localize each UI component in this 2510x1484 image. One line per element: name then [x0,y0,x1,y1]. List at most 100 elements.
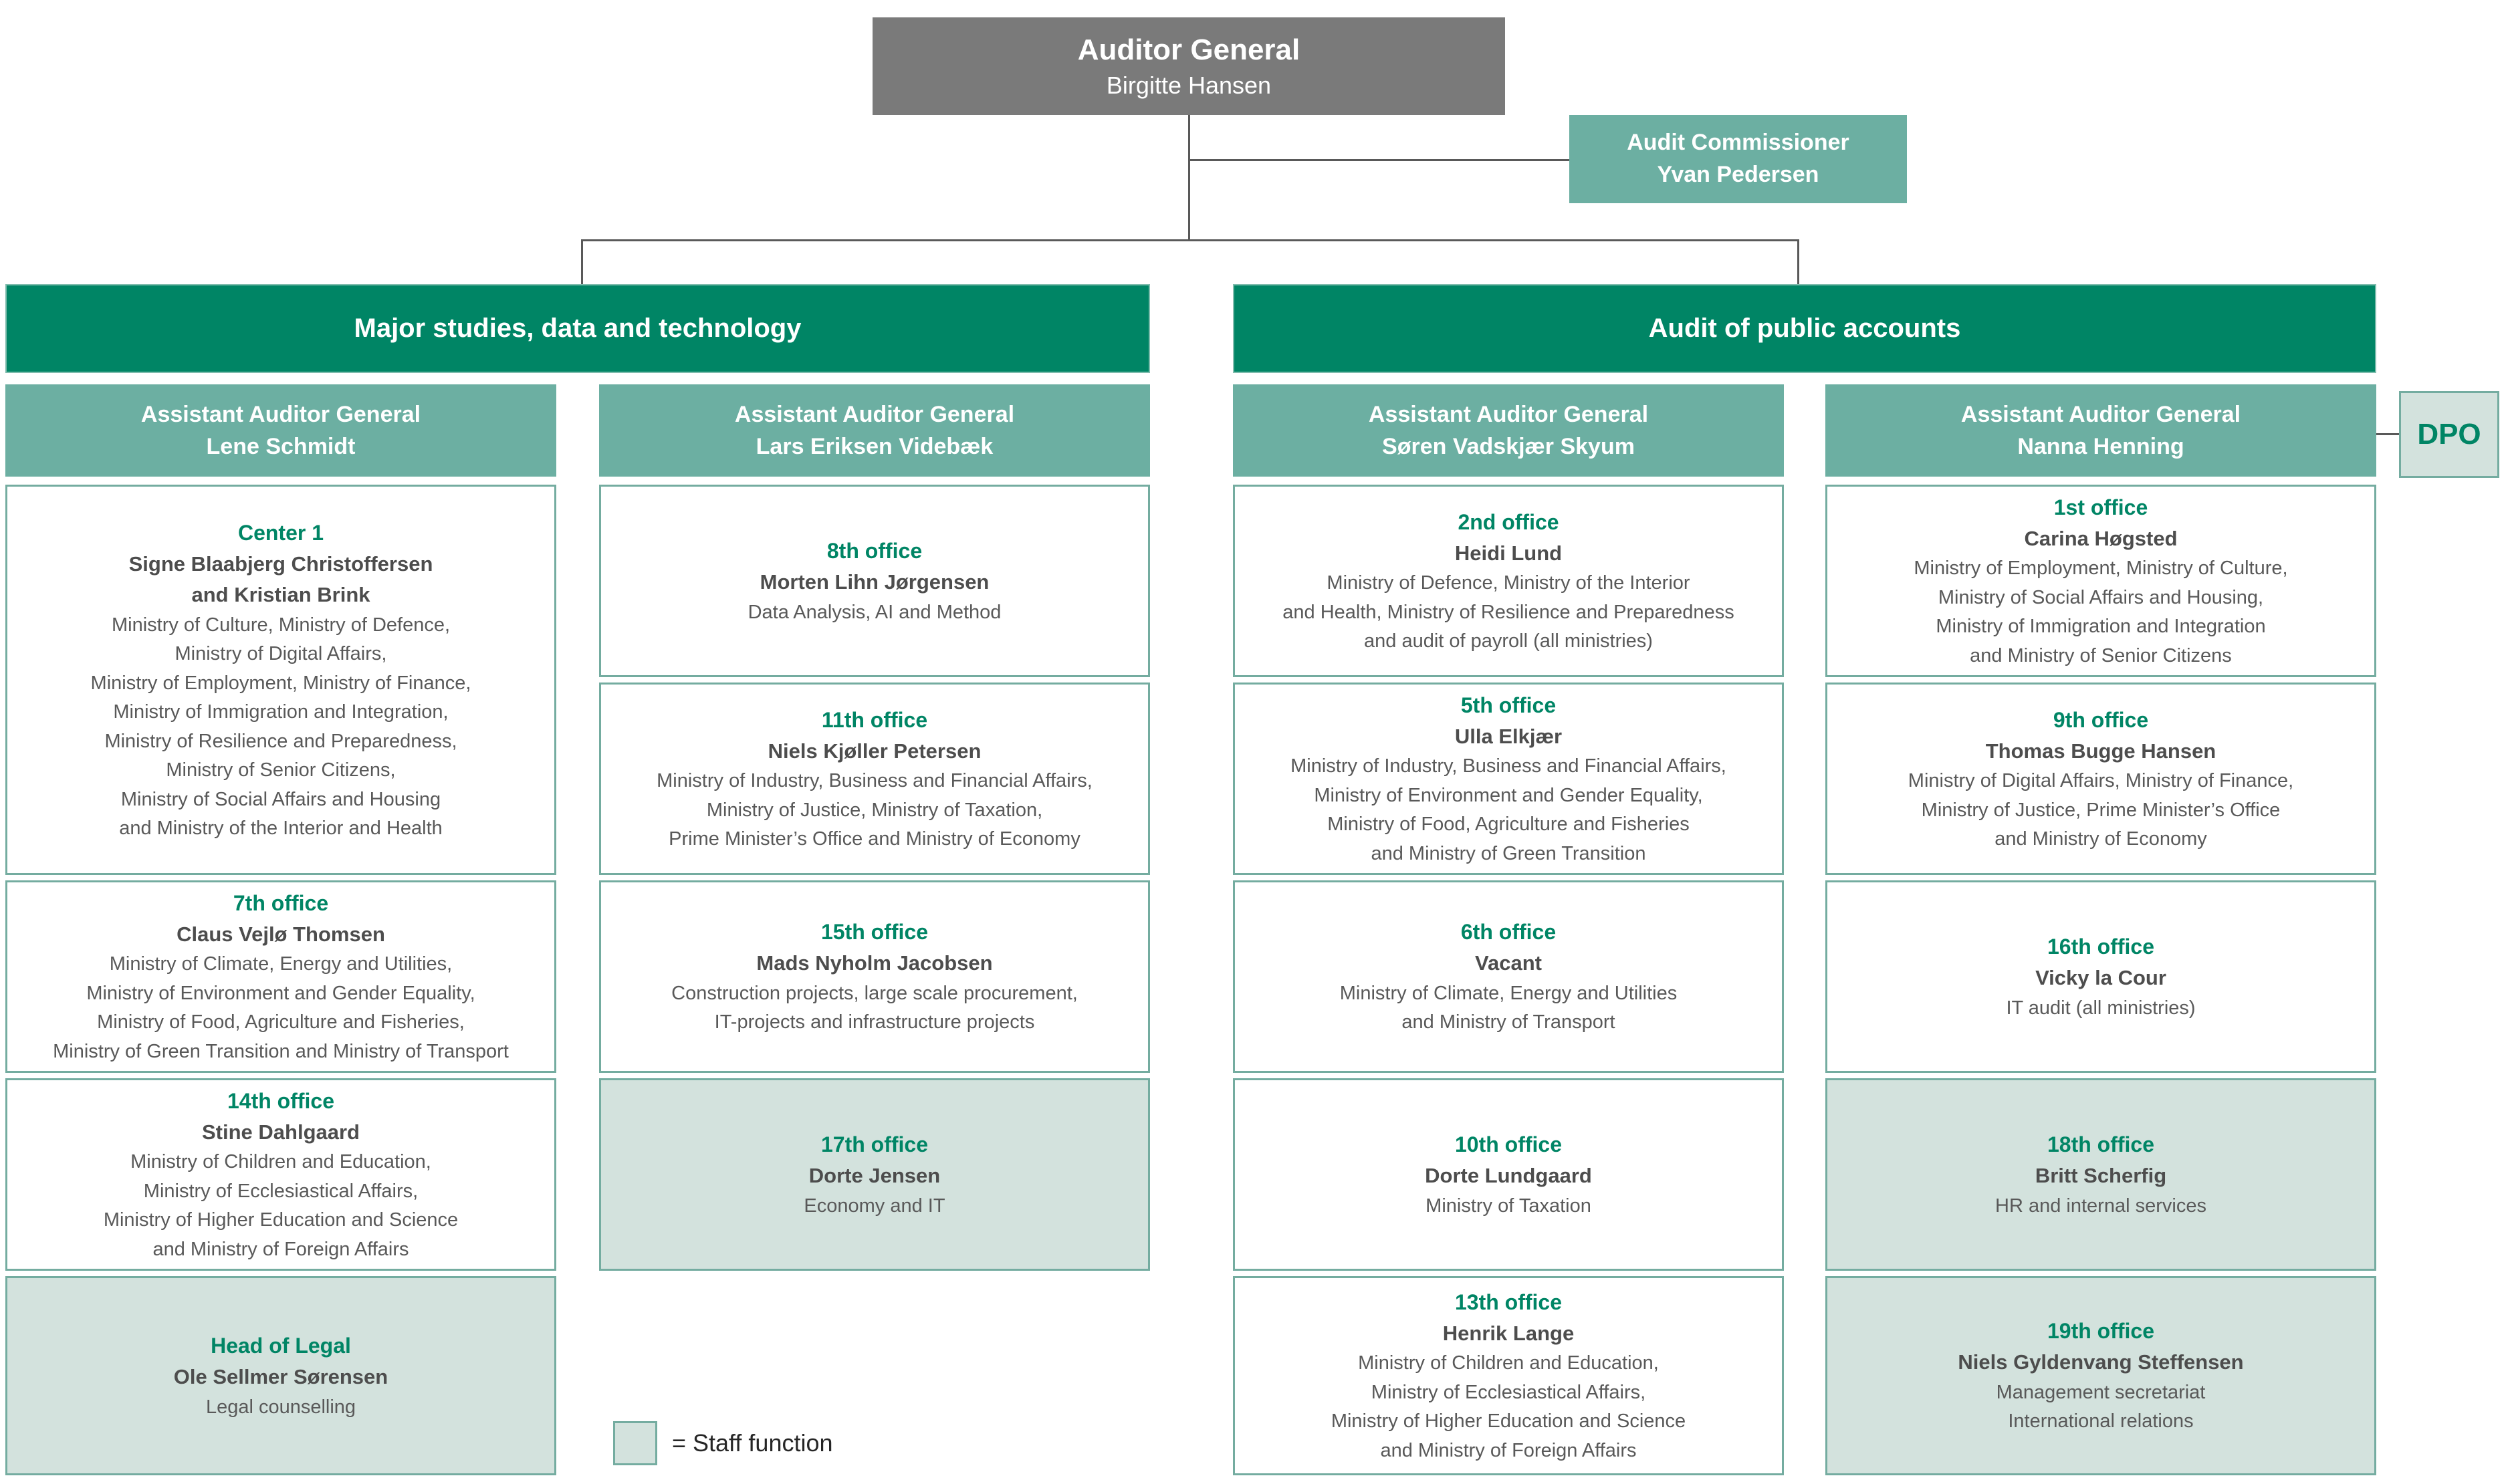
office-title: 14th office [227,1088,335,1113]
audit-commissioner-name: Yvan Pedersen [1657,162,1819,187]
auditor-general-name: Birgitte Hansen [1106,72,1272,100]
aag-title: Assistant Auditor General [1368,401,1649,427]
office-box-1st: 1st office Carina Høgsted Ministry of Em… [1825,485,2376,677]
office-box-19th: 19th office Niels Gyldenvang Steffensen … [1825,1276,2376,1475]
office-description: Ministry of Defence, Ministry of the Int… [1282,572,1734,652]
office-description: Ministry of Taxation [1425,1195,1591,1217]
office-box-11th: 11th office Niels Kjøller Petersen Minis… [599,683,1150,875]
audit-commissioner-title: Audit Commissioner [1627,130,1849,156]
aag-name: Lars Eriksen Videbæk [756,434,994,459]
office-description: Management secretariat International rel… [1996,1381,2206,1433]
office-description: Ministry of Children and Education, Mini… [103,1151,459,1260]
office-title: Head of Legal [211,1334,351,1358]
office-box-14th: 14th office Stine Dahlgaard Ministry of … [5,1078,556,1271]
aag-header-soeren-vadskjaer-skyum: Assistant Auditor General Søren Vadskjær… [1233,384,1784,477]
aag-header-nanna-henning: Assistant Auditor General Nanna Henning [1825,384,2376,477]
office-description: IT audit (all ministries) [2006,997,2196,1019]
dpo-label: DPO [2417,418,2481,451]
office-title: 13th office [1454,1289,1563,1314]
office-head-name: Ole Sellmer Sørensen [173,1365,388,1388]
aag-title: Assistant Auditor General [734,401,1015,427]
audit-commissioner-box: Audit Commissioner Yvan Pedersen [1569,115,1907,203]
connector-branch-right-stub [1797,239,1799,286]
office-head-name: Signe Blaabjerg Christoffersen and Krist… [128,551,433,607]
connector-branch-split [581,239,1799,241]
branch-header-public-accounts: Audit of public accounts [1233,284,2376,373]
office-head-name: Mads Nyholm Jacobsen [756,951,993,975]
office-head-name: Niels Kjøller Petersen [768,739,982,763]
office-title: 17th office [820,1132,929,1156]
office-title: 19th office [2047,1319,2155,1344]
office-head-name: Dorte Lundgaard [1425,1164,1592,1187]
connector-audit-commissioner [1188,159,1569,161]
aag-header-lars-eriksen-videbaek: Assistant Auditor General Lars Eriksen V… [599,384,1150,477]
office-title: 6th office [1460,920,1557,945]
office-title: 15th office [820,920,929,945]
office-title: 1st office [2053,495,2148,519]
office-head-name: Niels Gyldenvang Steffensen [1958,1350,2244,1374]
office-title: 10th office [1454,1132,1563,1156]
office-title: 5th office [1460,693,1557,717]
connector-root-vertical [1188,115,1190,241]
office-description: Ministry of Employment, Ministry of Cult… [1914,558,2288,666]
office-head-name: Carina Høgsted [2024,526,2178,550]
legend-staff-function-swatch [613,1421,657,1465]
office-description: Ministry of Industry, Business and Finan… [1290,755,1726,864]
office-title: 9th office [2053,707,2149,732]
office-title: 8th office [826,539,923,563]
dpo-box: DPO [2399,391,2499,478]
office-title: 7th office [233,890,329,915]
office-description: Data Analysis, AI and Method [748,601,1002,623]
office-box-8th: 8th office Morten Lihn Jørgensen Data An… [599,485,1150,677]
office-head-name: Britt Scherfig [2035,1164,2167,1187]
office-description: Ministry of Industry, Business and Finan… [657,770,1093,850]
office-description: Ministry of Climate, Energy and Utilitie… [1339,982,1678,1033]
office-head-name: Henrik Lange [1442,1321,1575,1345]
office-head-name: Stine Dahlgaard [202,1120,360,1144]
office-description: Legal counselling [205,1396,356,1418]
auditor-general-box: Auditor General Birgitte Hansen [873,17,1505,115]
connector-branch-left-stub [581,239,583,286]
aag-title: Assistant Auditor General [1960,401,2241,427]
office-title: 2nd office [1458,509,1559,534]
branch-label: Audit of public accounts [1648,314,1961,343]
office-description: Ministry of Culture, Ministry of Defence… [90,614,471,840]
office-box-17th: 17th office Dorte Jensen Economy and IT [599,1078,1150,1271]
office-box-9th: 9th office Thomas Bugge Hansen Ministry … [1825,683,2376,875]
office-head-name: Dorte Jensen [808,1164,941,1187]
aag-name: Nanna Henning [2017,434,2184,459]
office-title: 16th office [2047,935,2155,959]
branch-label: Major studies, data and technology [354,314,802,343]
branch-header-major-studies: Major studies, data and technology [5,284,1150,373]
office-description: Construction projects, large scale procu… [671,982,1078,1033]
office-head-name: Vacant [1475,951,1542,975]
office-head-name: Ulla Elkjær [1454,724,1563,748]
office-box-10th: 10th office Dorte Lundgaard Ministry of … [1233,1078,1784,1271]
office-description: HR and internal services [1995,1195,2206,1217]
legend-staff-function-label: = Staff function [672,1429,833,1457]
office-head-name: Vicky la Cour [2035,966,2166,989]
aag-header-lene-schmidt: Assistant Auditor General Lene Schmidt [5,384,556,477]
office-title: Center 1 [237,520,324,545]
office-box-7th: 7th office Claus Vejlø Thomsen Ministry … [5,880,556,1073]
office-box-16th: 16th office Vicky la Cour IT audit (all … [1825,880,2376,1073]
office-box-5th: 5th office Ulla Elkjær Ministry of Indus… [1233,683,1784,875]
office-box-15th: 15th office Mads Nyholm Jacobsen Constru… [599,880,1150,1073]
office-title: 11th office [821,707,928,732]
office-box-13th: 13th office Henrik Lange Ministry of Chi… [1233,1276,1784,1475]
connector-dpo [2376,433,2399,435]
office-head-name: Morten Lihn Jørgensen [760,570,990,594]
office-title: 18th office [2047,1132,2155,1156]
office-box-center-1: Center 1 Signe Blaabjerg Christoffersen … [5,485,556,875]
office-head-name: Claus Vejlø Thomsen [177,922,385,946]
office-box-head-of-legal: Head of Legal Ole Sellmer Sørensen Legal… [5,1276,556,1475]
office-box-2nd: 2nd office Heidi Lund Ministry of Defenc… [1233,485,1784,677]
office-description: Economy and IT [804,1195,945,1217]
office-description: Ministry of Children and Education, Mini… [1331,1352,1686,1461]
aag-title: Assistant Auditor General [140,401,421,427]
auditor-general-title: Auditor General [1077,33,1300,66]
office-box-18th: 18th office Britt Scherfig HR and intern… [1825,1078,2376,1271]
aag-name: Søren Vadskjær Skyum [1382,434,1635,459]
office-head-name: Thomas Bugge Hansen [1985,739,2216,763]
